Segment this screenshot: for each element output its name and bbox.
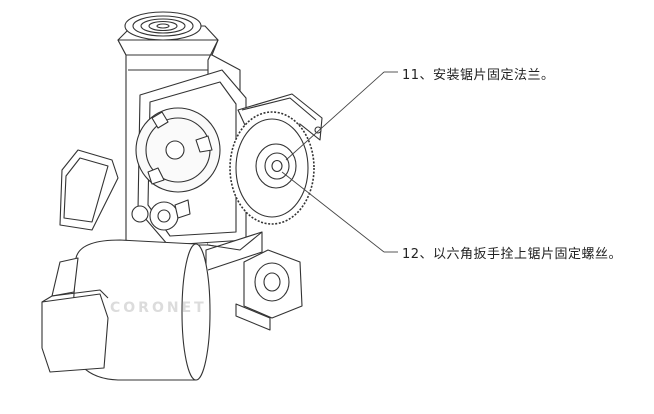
leader-lines — [281, 71, 398, 253]
saw-blade — [229, 111, 315, 225]
watermark-logo: CORONET — [110, 300, 207, 316]
callout-11-install-flange: 11、安装锯片固定法兰。 — [402, 68, 555, 83]
saw-housing — [131, 69, 247, 246]
motor — [41, 239, 211, 381]
belt-guard — [59, 149, 119, 231]
callout-12-fasten-screw: 12、以六角扳手拴上锯片固定螺丝。 — [402, 247, 623, 262]
bearing-block — [235, 249, 303, 331]
